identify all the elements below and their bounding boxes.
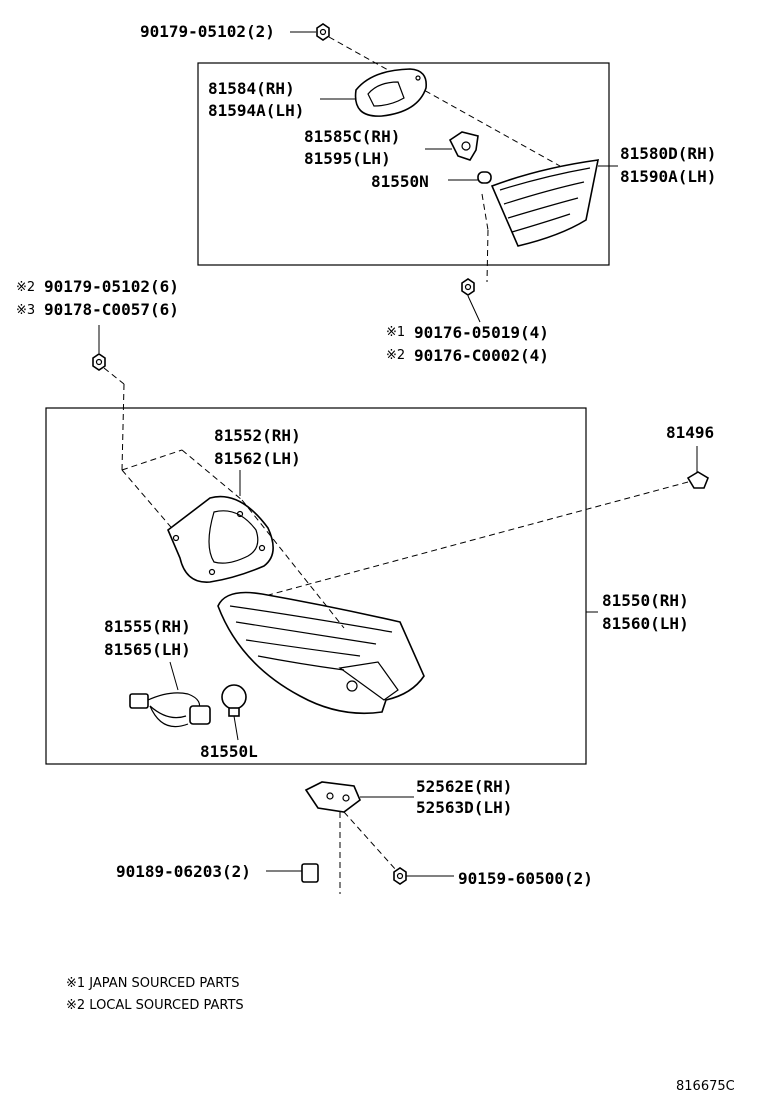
label-bulb-n: 81550N <box>371 172 429 191</box>
bulb-l-icon <box>221 684 247 717</box>
label-screw-a: 90176-05019(4) <box>414 323 549 342</box>
label-cover-lh: 81594A(LH) <box>208 101 304 120</box>
label-gasket-rh: 81552(RH) <box>214 426 301 445</box>
label-cover-rh: 81584(RH) <box>208 79 295 98</box>
label-socket-lh: 81595(LH) <box>304 149 391 168</box>
screw-90176-icon <box>461 278 475 296</box>
label-nut-a-prefix: ※2 <box>16 280 35 295</box>
top-bolt-icon <box>316 23 330 41</box>
label-top-bolt: 90179-05102(2) <box>140 22 275 41</box>
label-clip-81496: 81496 <box>666 423 714 442</box>
inner-lamp-group-box <box>197 62 610 266</box>
note-local-sourced: ※2 LOCAL SOURCED PARTS <box>66 998 244 1013</box>
label-socket-rh: 81585C(RH) <box>304 127 400 146</box>
bulb-n-icon <box>477 171 492 184</box>
label-screw-a-prefix: ※1 <box>386 325 405 340</box>
label-screw-90159: 90159-60500(2) <box>458 869 593 888</box>
label-clip-90189: 90189-06203(2) <box>116 862 251 881</box>
label-harness-rh: 81555(RH) <box>104 617 191 636</box>
label-inner-lamp-lh: 81590A(LH) <box>620 167 716 186</box>
diagram-code: 816675C <box>676 1079 735 1094</box>
label-nut-b-prefix: ※3 <box>16 303 35 318</box>
label-screw-b-prefix: ※2 <box>386 348 405 363</box>
label-bracket-rh: 52562E(RH) <box>416 777 512 796</box>
tail-lamp-group-box <box>45 407 587 765</box>
label-harness-lh: 81565(LH) <box>104 640 191 659</box>
note-japan-sourced: ※1 JAPAN SOURCED PARTS <box>66 976 240 991</box>
bracket-icon <box>304 781 361 813</box>
lamp-socket-icon <box>448 131 479 161</box>
inner-lamp-icon <box>490 159 600 247</box>
label-bracket-lh: 52563D(LH) <box>416 798 512 817</box>
label-nut-b: 90178-C0057(6) <box>44 300 179 319</box>
label-screw-b: 90176-C0002(4) <box>414 346 549 365</box>
screw-90159-icon <box>393 867 407 885</box>
label-lamp-rh: 81550(RH) <box>602 591 689 610</box>
label-nut-a: 90179-05102(6) <box>44 277 179 296</box>
wire-harness-icon <box>129 692 211 728</box>
gasket-icon <box>167 495 274 583</box>
label-gasket-lh: 81562(LH) <box>214 449 301 468</box>
nut-90179-icon <box>92 353 106 371</box>
label-bulb-l: 81550L <box>200 742 258 761</box>
lamp-cover-icon <box>354 68 427 117</box>
clip-90189-icon <box>301 863 319 883</box>
tail-lamp-icon <box>217 591 425 715</box>
clip-81496-icon <box>686 471 709 489</box>
label-inner-lamp-rh: 81580D(RH) <box>620 144 716 163</box>
label-lamp-lh: 81560(LH) <box>602 614 689 633</box>
